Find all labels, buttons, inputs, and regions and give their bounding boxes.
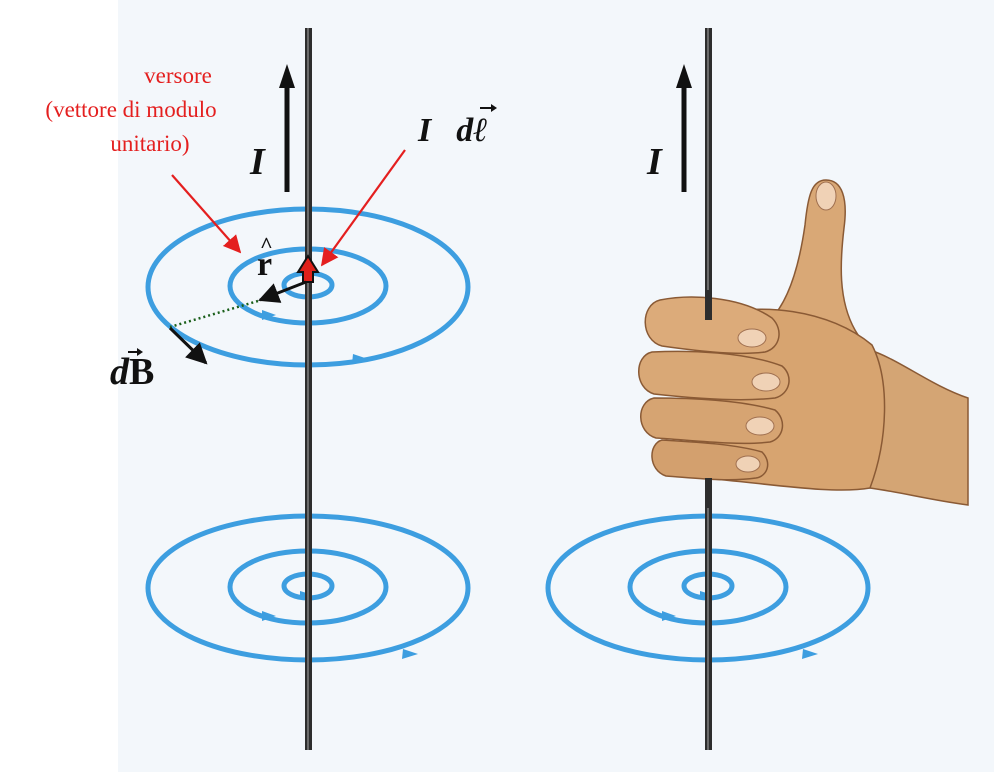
annotation-pointer-to-dl bbox=[320, 149, 406, 267]
right-hand-icon bbox=[638, 179, 969, 508]
current-element-d: d bbox=[456, 112, 474, 149]
unit-vector-arrow bbox=[258, 280, 307, 303]
current-element-label: I dℓ bbox=[418, 112, 488, 150]
left-current-arrow bbox=[279, 64, 295, 192]
annotation-line-1: versore bbox=[144, 63, 212, 88]
current-element-I: I bbox=[418, 112, 432, 149]
annotation-line-2: (vettore di modulo bbox=[45, 97, 217, 122]
left-top-loop-arrows bbox=[262, 310, 368, 364]
field-element-B: B bbox=[129, 351, 155, 393]
annotation-pointer-to-r bbox=[171, 174, 242, 254]
current-element-vector bbox=[296, 254, 320, 283]
current-element-l: ℓ bbox=[473, 112, 488, 149]
position-dotted-line bbox=[169, 299, 259, 329]
field-element-label: dB bbox=[110, 350, 154, 394]
right-current-arrow bbox=[676, 64, 692, 192]
unit-vector-hat: ^ bbox=[260, 232, 273, 257]
annotation-line-3: unitario) bbox=[110, 131, 190, 156]
field-element-vector bbox=[168, 326, 208, 365]
unit-vector-label: r bbox=[257, 246, 273, 283]
field-element-d: d bbox=[110, 351, 129, 393]
current-label-left: I bbox=[250, 141, 265, 183]
current-label-right: I bbox=[647, 141, 662, 183]
